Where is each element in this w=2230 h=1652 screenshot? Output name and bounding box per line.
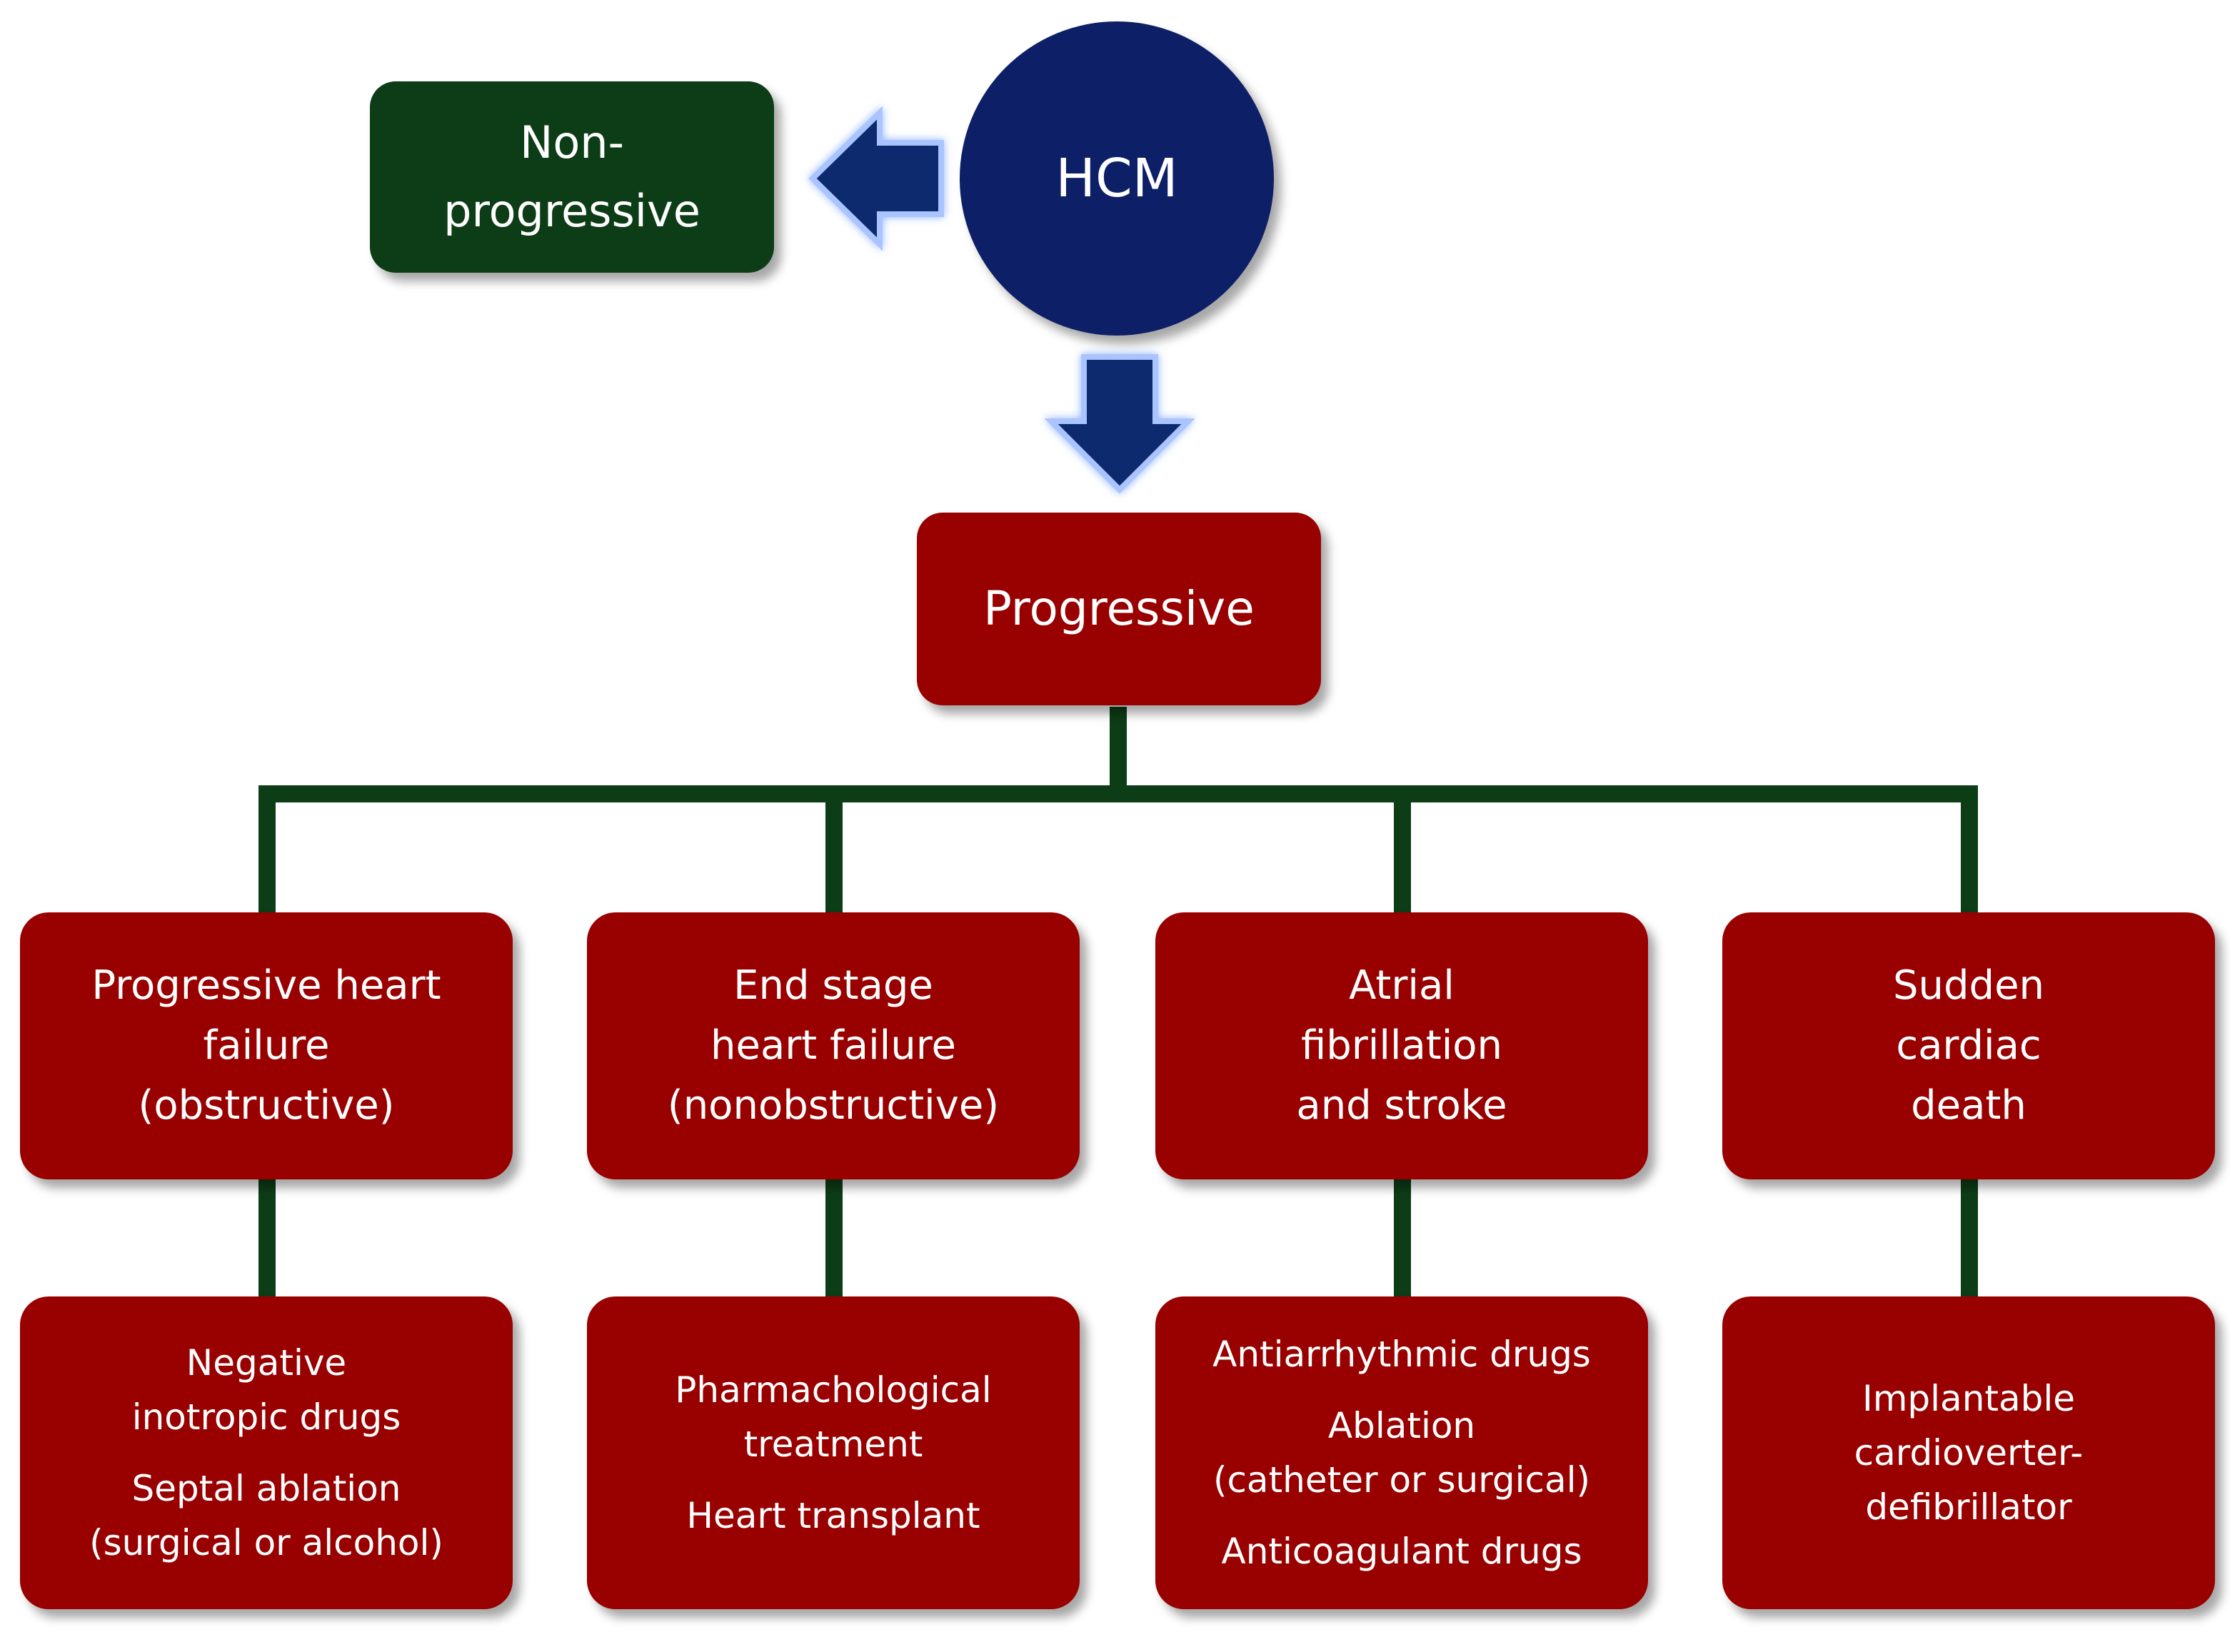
outcome-label: Progressive heart failure (obstructive) <box>91 962 441 1129</box>
treatment-item: Pharmachological treatment <box>675 1369 992 1465</box>
connector-drop-3 <box>1394 785 1411 914</box>
hcm-label: HCM <box>1055 148 1178 209</box>
treatment-item: Antiarrhythmic drugs <box>1212 1334 1591 1375</box>
connector-drop-4 <box>1961 785 1978 914</box>
outcome-label: Atrial fibrillation and stroke <box>1296 962 1507 1129</box>
down-arrow-icon <box>1044 354 1195 494</box>
connector-outcome-1 <box>258 1178 276 1299</box>
treatment-box-2: Pharmachological treatment Heart transpl… <box>587 1296 1080 1609</box>
connector-progressive-stem <box>1110 707 1127 791</box>
outcome-label: Sudden cardiac death <box>1892 962 2045 1129</box>
non-progressive-label: Non- progressive <box>443 116 700 237</box>
progressive-node: Progressive <box>917 513 1321 705</box>
outcome-box-4: Sudden cardiac death <box>1722 912 2215 1179</box>
treatment-item: Septal ablation (surgical or alcohol) <box>89 1468 443 1563</box>
hcm-node: HCM <box>960 21 1274 336</box>
connector-horizontal-bar <box>258 785 1978 802</box>
treatment-item: Negative inotropic drugs <box>131 1342 401 1438</box>
treatment-box-3: Antiarrhythmic drugs Ablation (catheter … <box>1155 1296 1648 1609</box>
outcome-label: End stage heart failure (nonobstructive) <box>667 962 1000 1129</box>
outcome-box-3: Atrial fibrillation and stroke <box>1155 912 1648 1179</box>
treatment-item: Heart transplant <box>686 1495 980 1536</box>
connector-outcome-3 <box>1394 1178 1411 1299</box>
left-arrow-icon <box>808 106 944 251</box>
outcome-box-2: End stage heart failure (nonobstructive) <box>587 912 1080 1179</box>
treatment-box-4: Implantable cardioverter- defibrillator <box>1722 1296 2215 1609</box>
treatment-item: Implantable cardioverter- defibrillator <box>1854 1378 2084 1528</box>
connector-outcome-2 <box>825 1178 843 1299</box>
connector-outcome-4 <box>1961 1178 1978 1299</box>
non-progressive-node: Non- progressive <box>370 81 774 273</box>
treatment-box-1: Negative inotropic drugs Septal ablation… <box>20 1296 513 1609</box>
treatment-item: Ablation (catheter or surgical) <box>1212 1405 1591 1501</box>
connector-drop-1 <box>258 785 276 914</box>
progressive-label: Progressive <box>983 581 1255 636</box>
treatment-item: Anticoagulant drugs <box>1221 1531 1582 1572</box>
outcome-box-1: Progressive heart failure (obstructive) <box>20 912 513 1179</box>
connector-drop-2 <box>825 785 843 914</box>
